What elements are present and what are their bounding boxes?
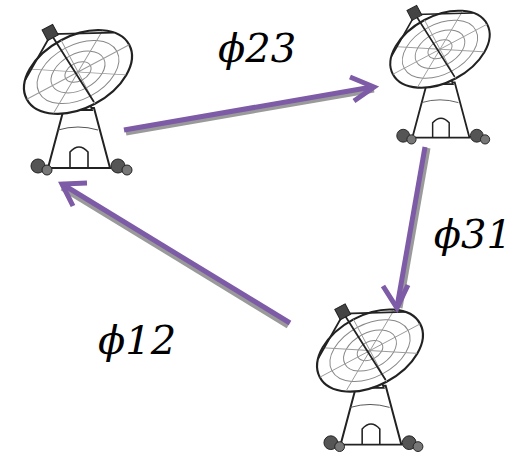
radio-telescope [295,277,437,451]
phase-label: ϕ31 [434,212,512,256]
radio-telescope [1,0,146,175]
baseline-arrow [383,147,428,308]
phase-label: ϕ12 [98,318,176,362]
radio-telescope [370,0,503,144]
phase-label: ϕ23 [218,26,296,70]
baseline-arrow [62,183,290,326]
baseline-arrow [124,77,374,133]
